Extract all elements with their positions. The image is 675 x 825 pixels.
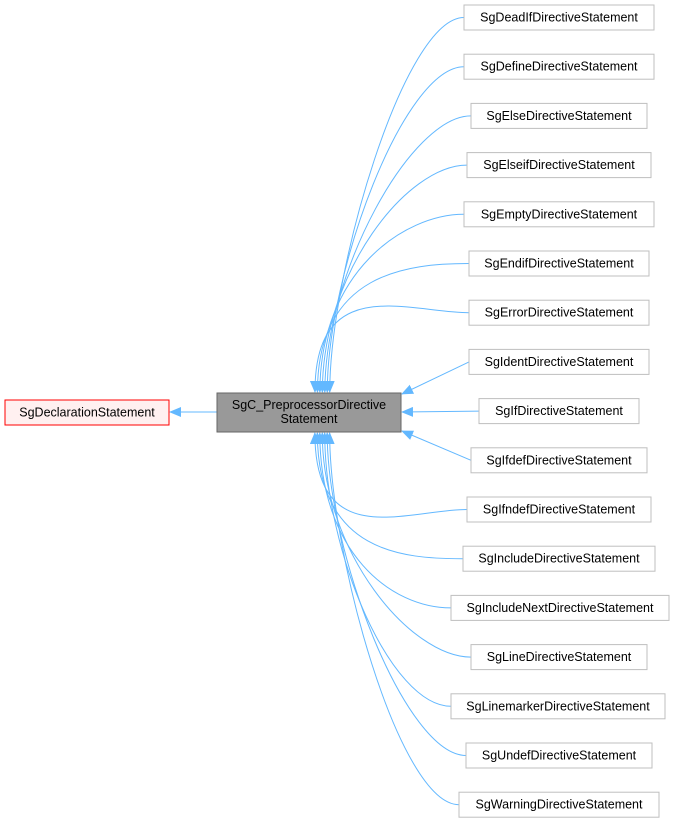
inheritance-edge: [317, 432, 472, 658]
node-box: [463, 4, 655, 31]
node-sgdeclarationstatement[interactable]: SgDeclarationStatement: [4, 399, 170, 426]
node-box: [468, 348, 650, 375]
node-sgemptydirectivestatement[interactable]: SgEmptyDirectiveStatement: [463, 201, 655, 228]
node-sgerrordirectivestatement[interactable]: SgErrorDirectiveStatement: [468, 299, 650, 326]
node-label: SgWarningDirectiveStatement: [476, 798, 643, 812]
node-box: [4, 399, 170, 426]
node-box: [450, 693, 666, 720]
node-label-line1: SgC_PreprocessorDirective: [232, 398, 386, 412]
node-box: [478, 398, 640, 425]
node-label: SgIncludeNextDirectiveStatement: [467, 601, 654, 615]
node-label: SgIfDirectiveStatement: [495, 404, 623, 418]
node-sgelsedirectivestatement[interactable]: SgElseDirectiveStatement: [470, 102, 648, 129]
node-label: SgEmptyDirectiveStatement: [481, 207, 638, 221]
inheritance-edge: [314, 213, 465, 393]
node-sgincludedirectivestatement[interactable]: SgIncludeDirectiveStatement: [462, 545, 656, 572]
inheritance-edge: [314, 432, 452, 609]
node-box: [465, 742, 653, 769]
node-sgdefinedirectivestatement[interactable]: SgDefineDirectiveStatement: [463, 53, 655, 80]
inheritance-edge: [401, 406, 480, 417]
inheritance-edge: [317, 164, 468, 393]
node-sgifdirectivestatement[interactable]: SgIfDirectiveStatement: [478, 398, 640, 425]
node-sgdeadifdirectivestatement[interactable]: SgDeadIfDirectiveStatement: [463, 4, 655, 31]
node-box: [466, 152, 652, 179]
inheritance-edge: [324, 17, 465, 393]
node-box: [468, 250, 650, 277]
node-sglinemarkerdirectivestatement[interactable]: SgLinemarkerDirectiveStatement: [450, 693, 666, 720]
inheritance-edge: [322, 432, 467, 756]
node-label: SgElseDirectiveStatement: [486, 109, 632, 123]
inheritance-edge: [324, 432, 460, 806]
node-sgc-preprocessordirectivestatement: SgC_PreprocessorDirective Statement: [216, 392, 402, 433]
node-label: SgLineDirectiveStatement: [487, 650, 632, 664]
node-label: SgDeclarationStatement: [19, 406, 155, 420]
node-box: [462, 545, 656, 572]
inheritance-edge: [309, 305, 470, 393]
node-box: [466, 496, 652, 523]
node-label: SgIdentDirectiveStatement: [485, 355, 634, 369]
node-sglinedirectivestatement[interactable]: SgLineDirectiveStatement: [470, 644, 648, 671]
node-label: SgDeadIfDirectiveStatement: [480, 11, 638, 25]
node-sgidentdirectivestatement[interactable]: SgIdentDirectiveStatement: [468, 348, 650, 375]
inheritance-edge: [312, 432, 464, 560]
node-sgendifdirectivestatement[interactable]: SgEndifDirectiveStatement: [468, 250, 650, 277]
node-box: [216, 392, 402, 433]
node-box: [450, 594, 670, 621]
inheritance-edge: [322, 66, 465, 393]
node-label: SgElseifDirectiveStatement: [483, 158, 635, 172]
node-label: SgUndefDirectiveStatement: [482, 749, 637, 763]
node-label: SgDefineDirectiveStatement: [480, 60, 638, 74]
node-label: SgIfndefDirectiveStatement: [483, 503, 636, 517]
node-sgelseifdirectivestatement[interactable]: SgElseifDirectiveStatement: [466, 152, 652, 179]
inheritance-edge: [312, 263, 470, 393]
node-box: [470, 102, 648, 129]
node-box: [470, 447, 648, 474]
inheritance-edge: [319, 115, 472, 393]
node-box: [468, 299, 650, 326]
node-box: [470, 644, 648, 671]
node-sgifndefdirectivestatement[interactable]: SgIfndefDirectiveStatement: [466, 496, 652, 523]
inheritance-edge: [401, 361, 470, 395]
node-label: SgIfdefDirectiveStatement: [486, 453, 632, 467]
node-label: SgErrorDirectiveStatement: [485, 306, 634, 320]
node-sgundefdirectivestatement[interactable]: SgUndefDirectiveStatement: [465, 742, 653, 769]
node-label: SgIncludeDirectiveStatement: [478, 552, 640, 566]
node-sgwarningdirectivestatement[interactable]: SgWarningDirectiveStatement: [458, 791, 660, 818]
node-box: [458, 791, 660, 818]
inheritance-edge: [401, 430, 472, 461]
node-sgincludenextdirectivestatement[interactable]: SgIncludeNextDirectiveStatement: [450, 594, 670, 621]
derived-class-nodes: SgDeadIfDirectiveStatementSgDefineDirect…: [450, 4, 670, 818]
node-box: [463, 53, 655, 80]
inheritance-edge: [319, 432, 452, 707]
node-label: SgEndifDirectiveStatement: [484, 257, 634, 271]
inheritance-edges: [169, 17, 480, 806]
node-sgifdefdirectivestatement[interactable]: SgIfdefDirectiveStatement: [470, 447, 648, 474]
node-label-line2: Statement: [281, 412, 339, 426]
inheritance-edge: [309, 432, 468, 518]
node-box: [463, 201, 655, 228]
node-label: SgLinemarkerDirectiveStatement: [466, 699, 650, 713]
